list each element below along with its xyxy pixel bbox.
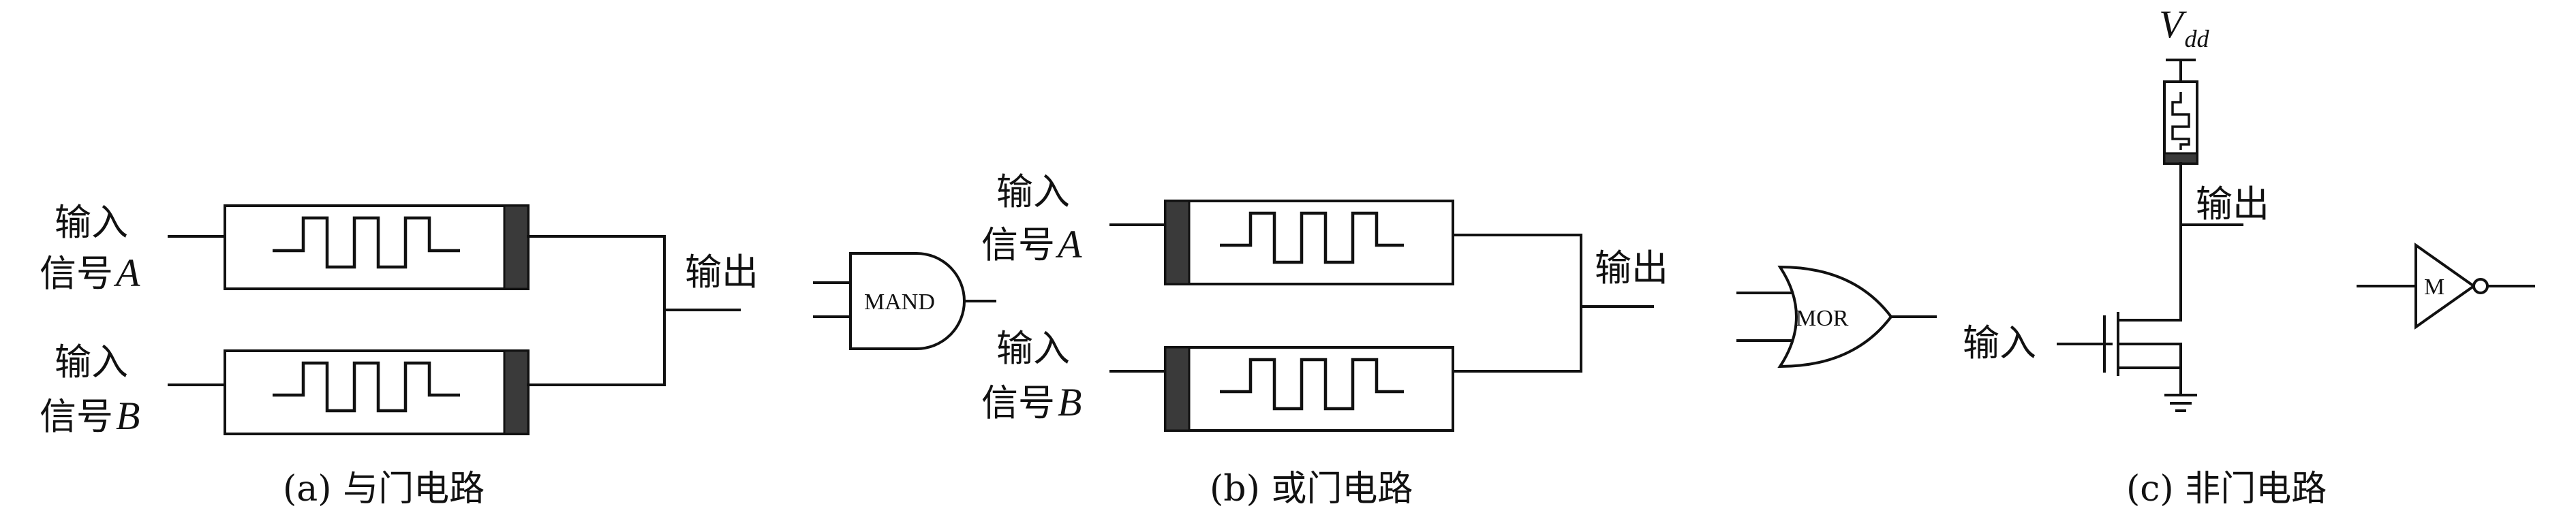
panel-c-not-bubble <box>2472 278 2489 294</box>
panel-b-junction-wire <box>1452 234 1582 373</box>
panel-b-output-label: 输出 <box>1595 247 1668 289</box>
panel-a-gate-label: MAND <box>864 289 935 315</box>
panel-a-input-b-line2: 信号B <box>40 394 140 438</box>
panel-a-device-b-electrode <box>503 349 530 435</box>
panel-a-device-b-waveform <box>273 361 460 413</box>
panel-a-device-b <box>224 349 530 435</box>
panel-b-input-b-line2: 信号B <box>981 380 1082 424</box>
panel-c-output-label: 输出 <box>2196 183 2269 225</box>
panel-a-device-a <box>224 204 530 290</box>
panel-a-device-a-waveform <box>273 216 460 269</box>
panel-a-device-a-electrode <box>503 204 530 290</box>
panel-b-input-b-line1: 输入 <box>996 327 1070 370</box>
panel-b: 输入 信号A 输入 信号B 输出 MOR (b) 或门电路 <box>981 170 1937 510</box>
panel-c-supply-label: Vdd <box>2159 2 2209 52</box>
panel-c-not-gate-symbol <box>2414 242 2477 330</box>
panel-a-input-a-line1: 输入 <box>55 201 128 244</box>
panel-a-and-gate-symbol <box>849 252 966 350</box>
panel-c-load-waveform <box>2171 92 2190 150</box>
panel-a: 输入 信号A 输入 信号B 输出 MAND (a) 与门电路 <box>40 201 996 510</box>
panel-b-caption: (b) 或门电路 <box>1210 469 1413 510</box>
panel-a-output-label: 输出 <box>685 251 758 294</box>
panel-b-device-b <box>1164 346 1454 432</box>
panel-a-caption: (a) 与门电路 <box>283 469 485 510</box>
panel-b-device-b-electrode <box>1164 346 1191 432</box>
panel-c: Vdd 输出 输入 M (c) 非门电路 <box>1963 2 2535 510</box>
panel-a-junction-wire <box>527 235 666 386</box>
panel-c-input-label: 输入 <box>1963 322 2036 364</box>
panel-b-input-a-line2: 信号A <box>981 222 1082 266</box>
panel-b-device-b-waveform <box>1220 358 1404 411</box>
panel-b-or-gate-symbol <box>1777 265 1893 369</box>
panel-b-device-a-electrode <box>1164 200 1191 285</box>
panel-c-caption: (c) 非门电路 <box>2126 469 2327 510</box>
panel-a-input-a-line2: 信号A <box>40 251 140 295</box>
panel-a-input-b-line1: 输入 <box>55 341 128 383</box>
panel-b-gate-label: MOR <box>1796 306 1849 331</box>
panel-b-input-a-line1: 输入 <box>996 170 1070 213</box>
panel-b-device-a-waveform <box>1220 211 1404 264</box>
panel-c-load-electrode <box>2163 152 2198 165</box>
panel-c-gate-label: M <box>2424 275 2444 300</box>
